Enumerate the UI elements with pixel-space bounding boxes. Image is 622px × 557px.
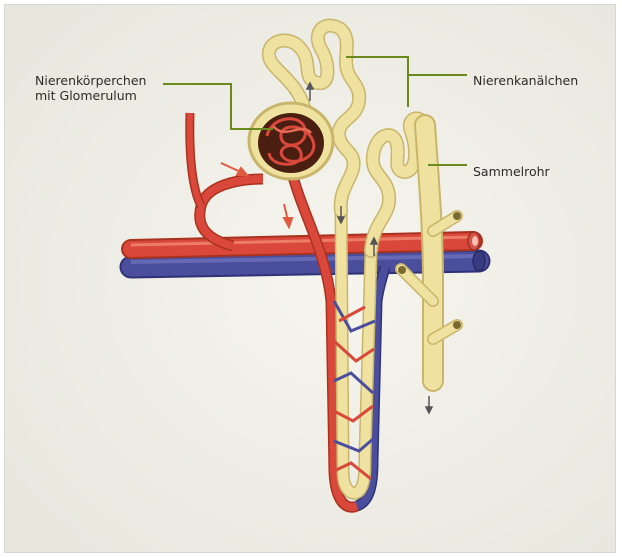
label-nierenkoerperchen: Nierenkörperchen mit Glomerulum [35, 73, 146, 103]
label-nierenkanaelchen: Nierenkanälchen [473, 73, 578, 88]
label-nierenkoerperchen-line2: mit Glomerulum [35, 88, 146, 103]
label-nierenkoerperchen-line1: Nierenkörperchen [35, 73, 146, 88]
diagram-frame: Nierenkörperchen mit Glomerulum Nierenka… [4, 4, 616, 553]
label-sammelrohr: Sammelrohr [473, 164, 550, 179]
glomerulus [249, 103, 333, 179]
